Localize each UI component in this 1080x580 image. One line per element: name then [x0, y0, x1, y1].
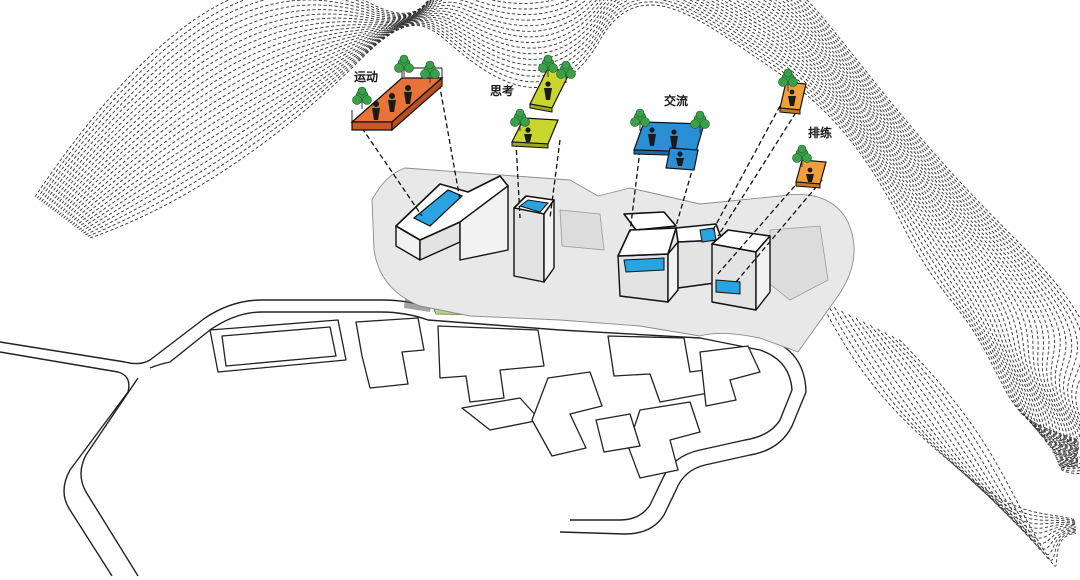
contour-line	[52, 0, 1079, 460]
contour-line	[819, 299, 1077, 521]
contour-line	[56, 0, 1079, 457]
label-exercise: 运动	[354, 70, 379, 84]
contour-line	[34, 0, 1080, 474]
contour-line	[884, 332, 1077, 555]
contour-line	[61, 0, 1079, 455]
tree-icon	[352, 86, 372, 109]
contour-line	[85, 0, 1079, 443]
contour-line	[69, 0, 1079, 451]
contour-line	[841, 310, 1077, 525]
contour-line	[87, 1, 1079, 442]
contour-line	[855, 317, 1077, 534]
contour-line	[848, 314, 1077, 529]
contour-line	[41, 0, 1080, 467]
contour-line	[80, 0, 1079, 445]
terrain-contours	[34, 0, 1080, 567]
tree-icon	[394, 54, 414, 77]
contour-line	[877, 328, 1077, 550]
contour-line	[870, 324, 1077, 544]
contour-line	[898, 339, 1077, 567]
contour-line	[834, 306, 1077, 523]
label-rehearsal: 排练	[808, 126, 833, 140]
contour-line	[67, 0, 1079, 452]
contour-line	[47, 0, 1079, 462]
tree-icon	[690, 110, 710, 133]
tree-icon	[556, 60, 576, 83]
contour-line	[43, 0, 1080, 465]
contour-line	[36, 0, 1080, 472]
tree-icon	[792, 144, 812, 167]
contour-line	[72, 0, 1079, 450]
callout-box-communication	[633, 121, 705, 171]
callout-leader-lines	[361, 75, 823, 283]
figure-icons	[372, 85, 412, 120]
callout-box-rehearsal	[795, 159, 827, 189]
tree-icons	[352, 54, 812, 167]
contour-line	[862, 321, 1077, 539]
callout-box-exercise	[350, 67, 444, 132]
contour-line	[65, 0, 1079, 453]
contour-line	[39, 0, 1080, 470]
label-communication: 交流	[664, 94, 689, 108]
tree-icon	[420, 60, 440, 83]
tree-icon	[538, 54, 558, 77]
contour-line	[89, 4, 1079, 441]
contour-line	[78, 0, 1079, 446]
road-network	[0, 299, 807, 577]
tree-icon	[630, 108, 650, 131]
label-thinking: 思考	[490, 84, 515, 98]
contour-line	[826, 303, 1077, 522]
tree-icon	[778, 68, 798, 91]
tree-icon	[510, 108, 530, 131]
building-masses	[395, 175, 771, 311]
contour-line	[58, 0, 1079, 456]
contour-line	[83, 0, 1079, 444]
contour-line	[50, 0, 1079, 461]
contour-line	[891, 335, 1077, 561]
contour-line	[74, 0, 1079, 449]
existing-building-footprints	[209, 317, 761, 479]
callout-box-rehearsal-upper	[779, 81, 807, 115]
